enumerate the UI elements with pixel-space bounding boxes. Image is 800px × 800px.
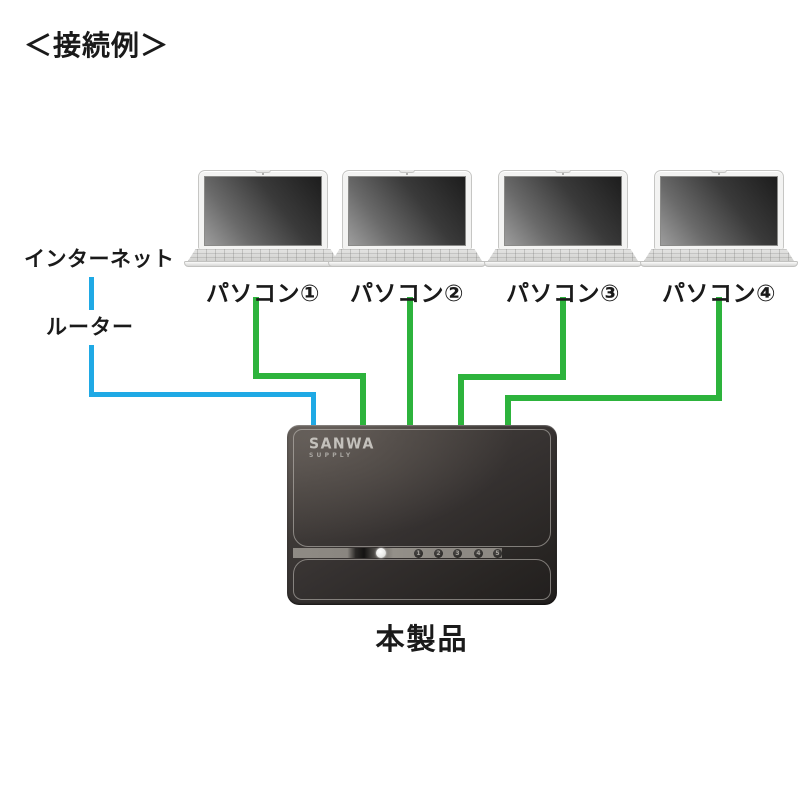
port-led-1: 1 (414, 548, 423, 558)
laptop-latch-tab (555, 170, 571, 173)
laptop-keyboard-deck (332, 249, 482, 261)
lan-cable-pc1-segment (360, 373, 366, 426)
laptop-front-edge (184, 261, 342, 267)
laptop-pc4: パソコン④ (634, 170, 800, 308)
laptop-pc3-label: パソコン③ (506, 281, 620, 307)
laptop-pc3: パソコン③ (478, 170, 648, 308)
lan-cable-pc3-segment (560, 297, 566, 380)
laptop-front-edge (328, 261, 486, 267)
internet-cable-segment (89, 392, 316, 397)
laptop-screen (342, 170, 472, 249)
sanwa-logo-text: SANWA (309, 435, 375, 453)
internet-cable-segment (89, 277, 94, 310)
laptop-camera-dot (718, 173, 720, 175)
laptop-screen (498, 170, 628, 249)
lan-cable-pc4-segment (505, 395, 511, 426)
laptop-keyboard-deck (188, 249, 338, 261)
laptop-display (504, 176, 622, 246)
product-label: 本製品 (375, 622, 469, 656)
laptop-camera-dot (262, 173, 264, 175)
laptop-screen (654, 170, 784, 249)
switching-hub: SANWA SUPPLY 1 2 3 4 5 (287, 425, 557, 605)
lan-cable-pc3-segment (458, 374, 566, 380)
power-led (376, 548, 386, 558)
hub-led-strip: 1 2 3 4 5 (293, 548, 502, 558)
lan-cable-pc4-segment (716, 297, 722, 401)
laptop-pc1-label: パソコン① (206, 281, 320, 307)
port-led-5: 5 (493, 548, 502, 558)
laptop-pc2-label: パソコン② (350, 281, 464, 307)
laptop-display (348, 176, 466, 246)
hub-bottom-panel-outline (293, 559, 551, 600)
lan-cable-pc1-segment (253, 297, 259, 379)
port-led-4: 4 (474, 548, 483, 558)
lan-cable-pc2-segment (407, 297, 413, 426)
laptop-display (660, 176, 778, 246)
laptop-camera-dot (406, 173, 408, 175)
internet-label: インターネット (24, 247, 175, 271)
laptop-pc4-label: パソコン④ (662, 281, 776, 307)
lan-cable-pc4-segment (505, 395, 722, 401)
laptop-keyboard-deck (488, 249, 638, 261)
sanwa-logo-subtext: SUPPLY (309, 452, 354, 459)
laptop-display (204, 176, 322, 246)
laptop-front-edge (640, 261, 798, 267)
sanwa-logo: SANWA SUPPLY (309, 435, 375, 459)
laptop-front-edge (484, 261, 642, 267)
router-label: ルーター (46, 315, 134, 339)
lan-cable-pc3-segment (458, 374, 464, 426)
laptop-keyboard-deck (644, 249, 794, 261)
port-led-2: 2 (434, 548, 443, 558)
laptop-pc1: パソコン① (178, 170, 348, 308)
internet-cable-segment (89, 345, 94, 397)
laptop-latch-tab (711, 170, 727, 173)
laptop-latch-tab (399, 170, 415, 173)
laptop-latch-tab (255, 170, 271, 173)
hub-top-panel-outline (293, 429, 551, 547)
laptop-pc2: パソコン② (322, 170, 492, 308)
lan-cable-pc1-segment (253, 373, 366, 379)
internet-cable-segment (311, 392, 316, 426)
laptop-screen (198, 170, 328, 249)
port-led-3: 3 (453, 548, 462, 558)
laptop-camera-dot (562, 173, 564, 175)
diagram-title: ＜接続例＞ (24, 29, 170, 62)
